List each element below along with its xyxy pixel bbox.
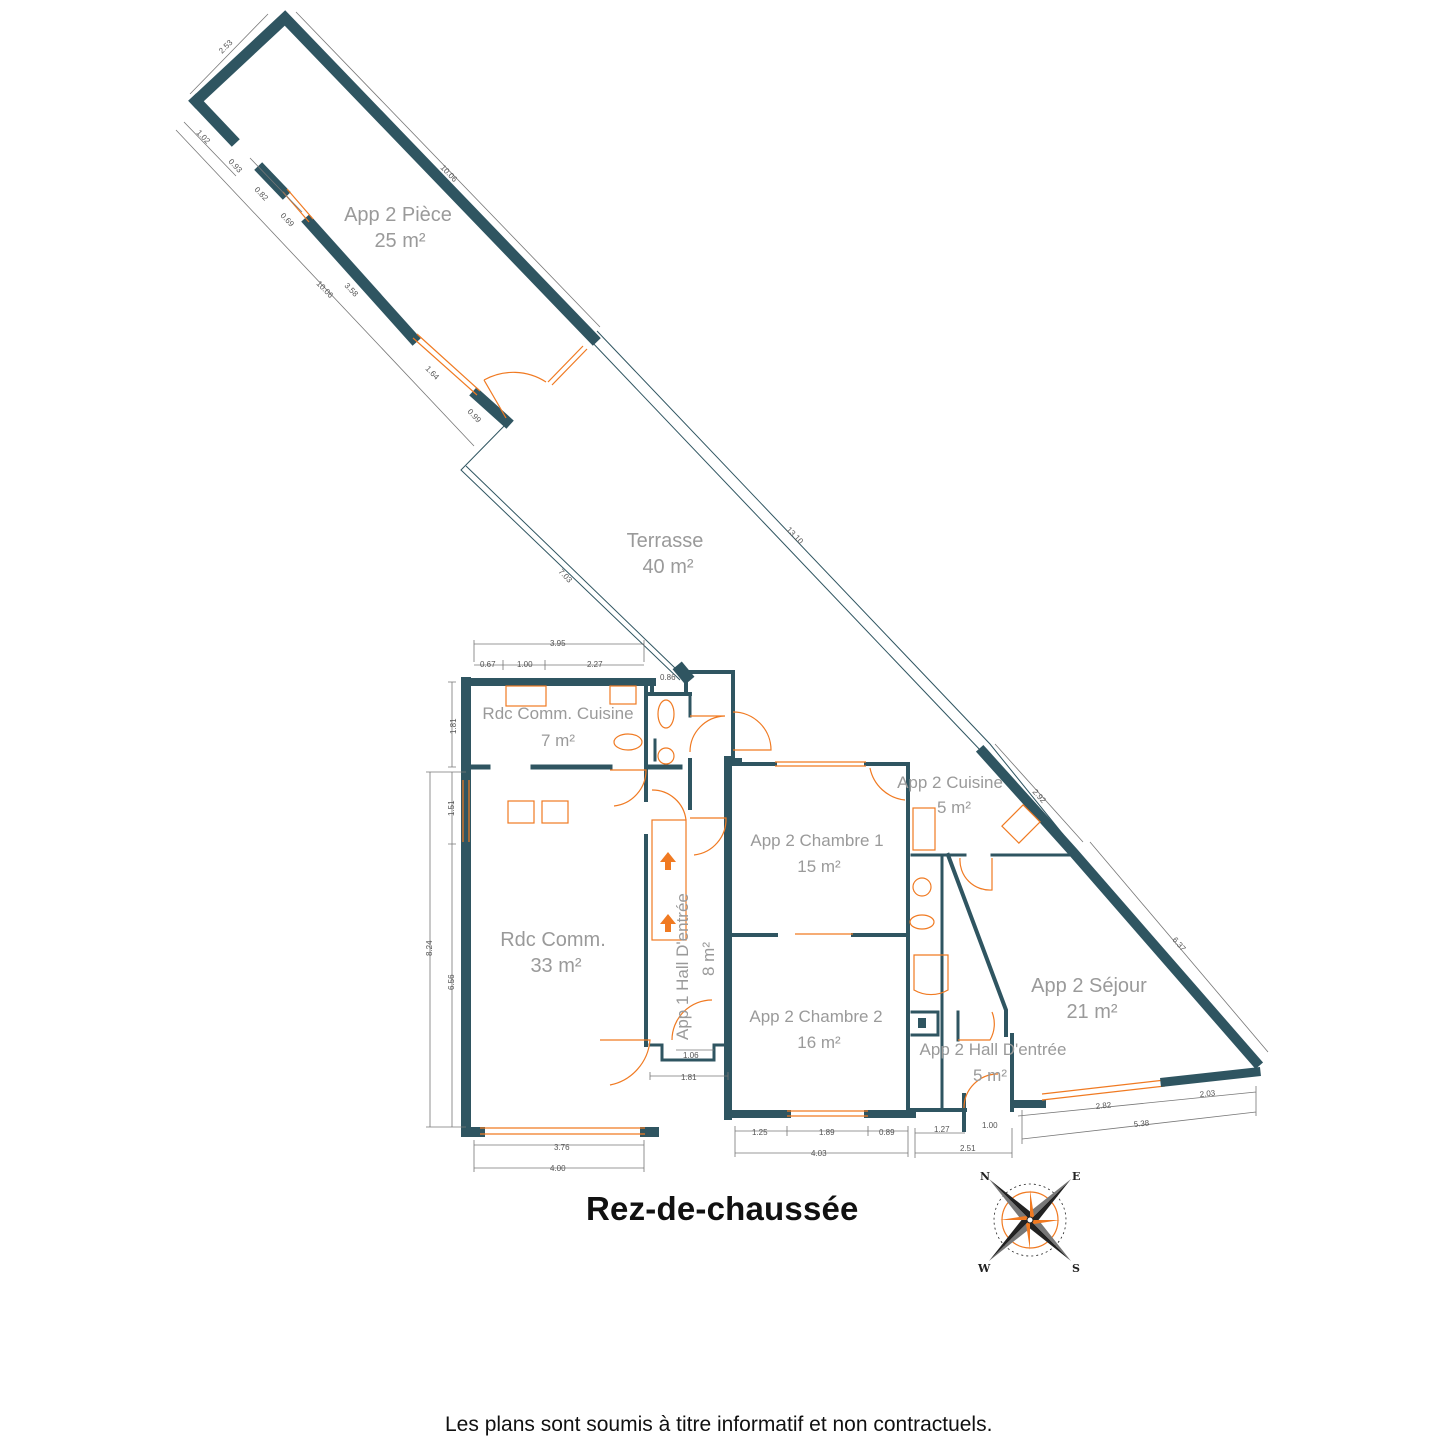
compass-n: N bbox=[980, 1170, 990, 1183]
duct-icon bbox=[918, 1018, 926, 1028]
room-app2-cuisine-area: 5 m² bbox=[937, 798, 971, 817]
room-chambre2-area: 16 m² bbox=[797, 1033, 841, 1052]
dim-0-89: 0.89 bbox=[879, 1128, 895, 1137]
sink-icon bbox=[505, 685, 547, 707]
dim-6-37: 6.37 bbox=[1170, 935, 1187, 953]
dim-7-03: 7.03 bbox=[557, 567, 575, 585]
room-chambre1-name: App 2 Chambre 1 bbox=[750, 831, 883, 850]
terrace-outline bbox=[460, 330, 1075, 849]
staircase-icon bbox=[651, 819, 687, 941]
washbasin-icon bbox=[657, 747, 675, 765]
door-swings bbox=[600, 711, 999, 1109]
room-rdc-comm-area: 33 m² bbox=[530, 955, 581, 977]
hob-icon-2 bbox=[541, 800, 569, 824]
toilet-icon-3 bbox=[909, 914, 935, 930]
room-app2-hall-name: App 2 Hall D'entrée bbox=[920, 1040, 1067, 1059]
toilet-icon-2 bbox=[613, 733, 643, 751]
room-app2-piece-area: 25 m² bbox=[374, 230, 425, 252]
dim-1-06: 1.06 bbox=[683, 1051, 699, 1060]
dim-4-03: 4.03 bbox=[811, 1149, 827, 1158]
room-app1-hall-name: App 1 Hall D'entrée bbox=[673, 893, 692, 1040]
dim-2-27: 2.27 bbox=[587, 660, 603, 669]
room-chambre1-area: 15 m² bbox=[797, 857, 841, 876]
dim-10-06-b: 10.06 bbox=[315, 279, 336, 300]
dim-13-10: 13.10 bbox=[785, 525, 806, 546]
dim-1-25: 1.25 bbox=[752, 1128, 768, 1137]
dim-1-00-b: 1.00 bbox=[982, 1121, 998, 1130]
main-building-walls bbox=[461, 661, 1264, 1137]
dim-1-81-a: 1.81 bbox=[449, 718, 458, 734]
dim-1-00-a: 1.00 bbox=[517, 660, 533, 669]
plan-title: Rez-de-chaussée bbox=[586, 1190, 859, 1227]
washbasin-icon-2 bbox=[912, 877, 932, 897]
dim-2-82: 2.82 bbox=[1095, 1100, 1112, 1111]
dim-0-99: 0.99 bbox=[466, 407, 484, 425]
room-app2-cuisine-name: App 2 Cuisine bbox=[897, 773, 1003, 792]
room-sejour-area: 21 m² bbox=[1066, 1001, 1117, 1023]
dim-2-51: 2.51 bbox=[960, 1144, 976, 1153]
fixtures bbox=[505, 685, 1041, 1028]
room-terrasse-name: Terrasse bbox=[627, 530, 704, 552]
room-app2-hall-area: 5 m² bbox=[973, 1066, 1007, 1085]
hob-icon bbox=[507, 800, 535, 824]
room-sejour-name: App 2 Séjour bbox=[1031, 975, 1147, 997]
room-cuisine-area: 7 m² bbox=[541, 731, 575, 750]
dim-0-86: 0.86 bbox=[660, 673, 676, 682]
dim-5-38: 5.38 bbox=[1133, 1118, 1150, 1129]
compass-s: S bbox=[1072, 1262, 1080, 1275]
dim-3-76: 3.76 bbox=[554, 1143, 570, 1152]
compass-w: W bbox=[977, 1262, 991, 1275]
toilet-icon bbox=[657, 699, 675, 729]
dim-2-03: 2.03 bbox=[1199, 1088, 1216, 1099]
stair-arrow-icon-2 bbox=[660, 914, 676, 932]
app2-piece-walls bbox=[188, 10, 601, 429]
compass-e: E bbox=[1072, 1170, 1080, 1183]
room-app2-piece-name: App 2 Pièce bbox=[344, 204, 452, 226]
dim-0-69: 0.69 bbox=[279, 211, 297, 229]
room-cuisine-name: Rdc Comm. Cuisine bbox=[482, 704, 633, 723]
stair-arrow-icon bbox=[660, 852, 676, 870]
dim-1-89: 1.89 bbox=[819, 1128, 835, 1137]
dim-1-81-b: 1.81 bbox=[681, 1073, 697, 1082]
dim-1-02: 1.02 bbox=[195, 128, 213, 146]
dim-4-00: 4.00 bbox=[550, 1164, 566, 1173]
dim-3-95: 3.95 bbox=[550, 639, 566, 648]
compass-rose-icon bbox=[988, 1178, 1072, 1262]
dim-2-53: 2.53 bbox=[217, 38, 235, 56]
room-chambre2-name: App 2 Chambre 2 bbox=[749, 1007, 882, 1026]
dim-1-27: 1.27 bbox=[934, 1125, 950, 1134]
dim-1-64: 1.64 bbox=[424, 364, 442, 382]
room-rdc-comm-name: Rdc Comm. bbox=[500, 929, 606, 951]
cooktop-icon bbox=[1001, 804, 1041, 844]
dim-0-67: 0.67 bbox=[480, 660, 496, 669]
worktop-icon bbox=[609, 685, 637, 705]
shower-icon bbox=[913, 954, 949, 996]
dim-0-93: 0.93 bbox=[227, 157, 245, 175]
dim-6-56: 6.56 bbox=[447, 974, 456, 990]
disclaimer-text: Les plans sont soumis à titre informatif… bbox=[445, 1413, 993, 1436]
room-labels: App 2 Pièce 25 m² Terrasse 40 m² Rdc Com… bbox=[344, 204, 1147, 1085]
room-terrasse-area: 40 m² bbox=[642, 556, 693, 578]
dim-0-82: 0.82 bbox=[253, 185, 271, 203]
dim-8-24: 8.24 bbox=[425, 940, 434, 956]
room-app1-hall-area: 8 m² bbox=[699, 942, 718, 976]
kitchen-sink-icon bbox=[912, 807, 936, 851]
dim-1-51: 1.51 bbox=[447, 800, 456, 816]
